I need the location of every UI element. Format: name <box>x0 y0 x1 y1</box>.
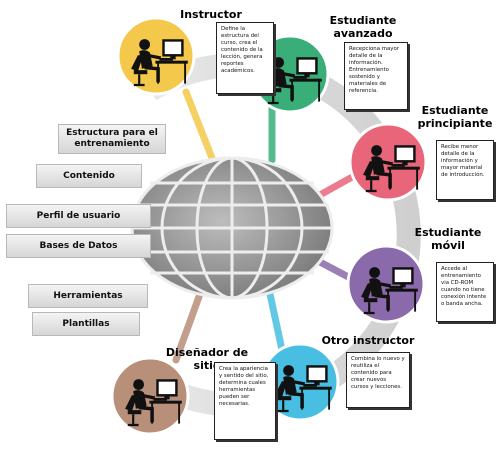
role-description: Combina lo nuevo y reutiliza el contenid… <box>346 352 410 408</box>
role-title: Otro instructor <box>321 334 415 347</box>
globe-icon <box>130 156 334 300</box>
role-description: Define la estructura del curso, crea el … <box>216 22 274 94</box>
component-label: Herramientas <box>28 284 148 308</box>
role-description: Recepciona mayor detalle de la informaci… <box>344 42 408 110</box>
role-connector <box>314 172 358 200</box>
role-title: Instructor <box>180 8 242 21</box>
role-node <box>346 244 426 324</box>
role-node <box>116 16 196 96</box>
role-node <box>110 356 190 436</box>
role-description: Recibe menor detalle de la información y… <box>436 140 494 200</box>
role-node <box>348 122 428 202</box>
role-connector <box>172 290 204 364</box>
component-label: Bases de Datos <box>6 234 151 258</box>
component-label: Plantillas <box>32 312 140 336</box>
role-description: Crea la apariencia y sentido del sitio, … <box>214 362 276 440</box>
connectors <box>172 88 358 364</box>
component-label: Contenido <box>36 164 142 188</box>
component-label: Estructura para el entrenamiento <box>58 124 166 154</box>
role-connector <box>266 290 286 354</box>
role-description: Accede al entrenamiento via CD-ROM cuand… <box>436 262 494 322</box>
role-title: Estudiante móvil <box>414 226 482 252</box>
role-title: Estudiante principiante <box>417 104 493 130</box>
role-title: Estudiante avanzado <box>329 14 397 40</box>
role-connector <box>182 88 216 162</box>
role-title: Diseñador de sitio <box>165 346 249 372</box>
component-label: Perfil de usuario <box>6 204 151 228</box>
